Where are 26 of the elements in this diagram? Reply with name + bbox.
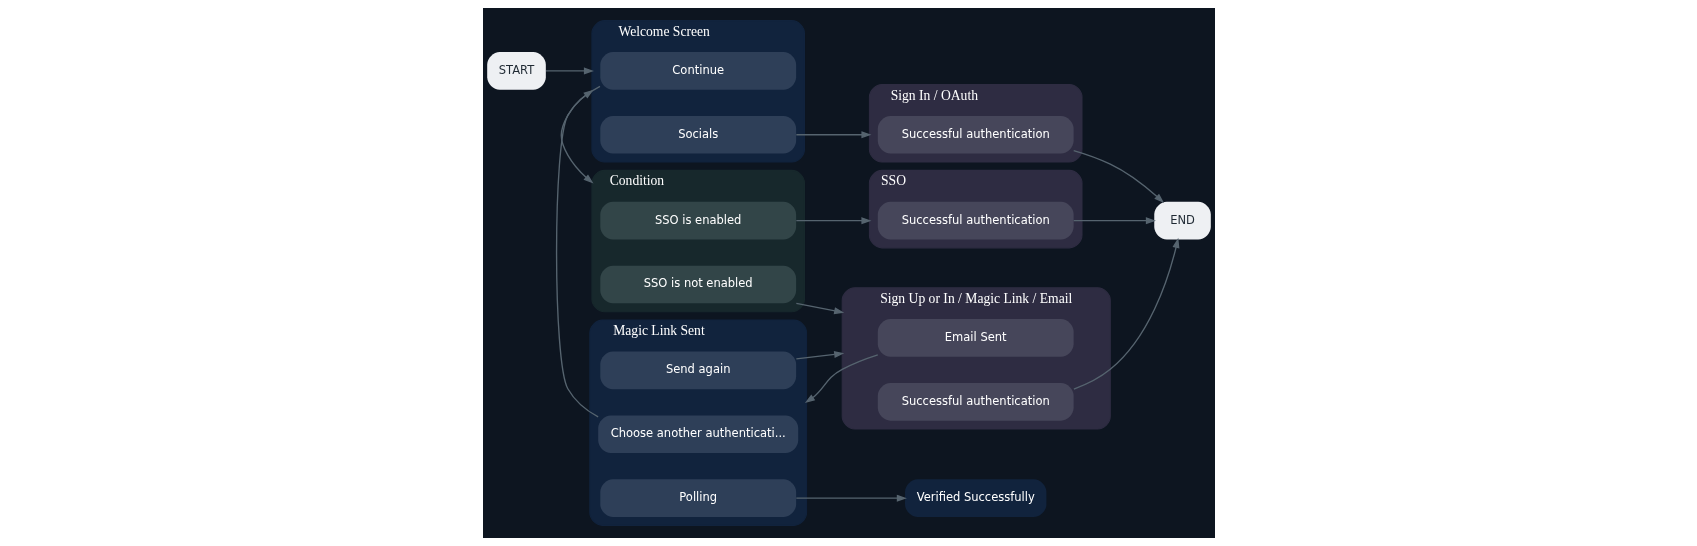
arrow xyxy=(795,131,871,139)
arrow xyxy=(795,494,907,502)
node-box: Verified Successfully xyxy=(904,479,1046,517)
node-box: END xyxy=(1153,201,1211,240)
node-box: SSO is not enabled xyxy=(599,265,796,304)
node-box: Socials xyxy=(599,115,796,154)
node-box: SSO is enabled xyxy=(599,201,796,240)
arrow xyxy=(1072,237,1179,390)
arrow xyxy=(795,217,871,225)
arrow xyxy=(795,302,844,315)
node-box: Successful authentication xyxy=(877,115,1074,154)
node-box: Successful authentication xyxy=(877,201,1074,240)
node-box: Polling xyxy=(599,479,796,517)
arrow xyxy=(555,89,599,418)
arrow xyxy=(1072,149,1164,203)
node-box: Successful authentication xyxy=(877,382,1074,421)
arrow xyxy=(1072,217,1156,225)
node-box: Email Sent xyxy=(877,319,1074,357)
node-box: Send again xyxy=(599,351,796,390)
node-box: Continue xyxy=(599,52,796,90)
arrow xyxy=(544,67,594,75)
arrow xyxy=(795,350,844,360)
arrow xyxy=(804,354,878,403)
arrow xyxy=(560,85,601,184)
node-box: START xyxy=(486,52,546,90)
node-box: Choose another authenticati... xyxy=(597,415,798,454)
